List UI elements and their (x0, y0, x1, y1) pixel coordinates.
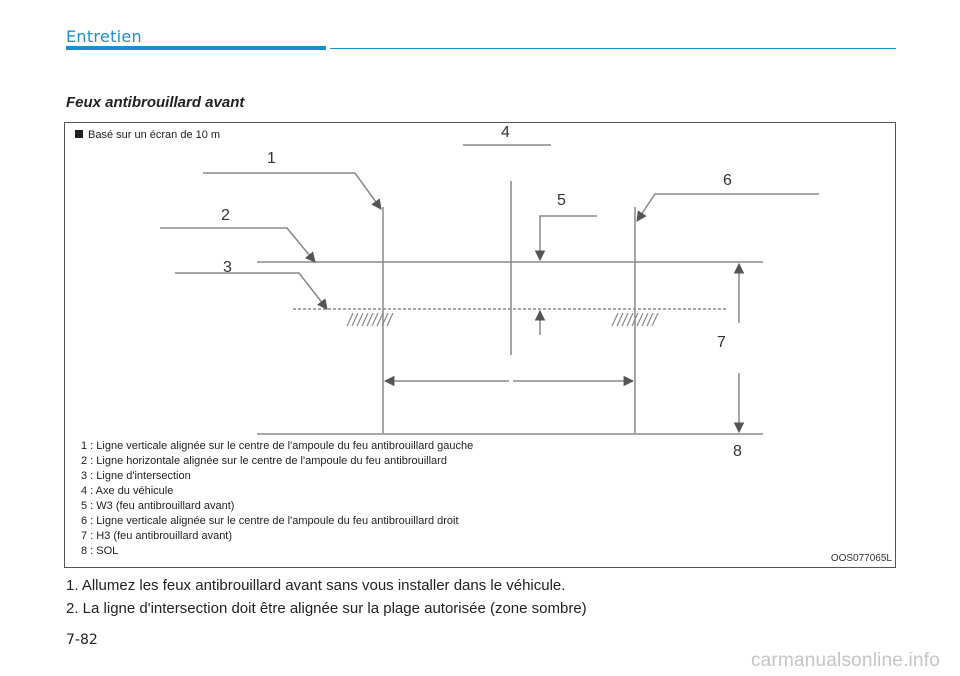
leader-2 (160, 227, 316, 263)
legend-item: 2 : Ligne horizontale alignée sur le cen… (81, 455, 447, 467)
sub-heading: Feux antibrouillard avant (66, 94, 245, 111)
header-rule-thin (330, 48, 896, 49)
w3-dimension (534, 215, 597, 335)
figure-caption-text: Basé sur un écran de 10 m (88, 129, 221, 141)
legend-item: 1 : Ligne verticale alignée sur le centr… (81, 440, 474, 452)
leader-3 (175, 272, 328, 310)
legend-item: 4 : Axe du véhicule (81, 485, 174, 497)
figure-caption: Basé sur un écran de 10 m (75, 129, 220, 141)
label-4: 4 (501, 124, 510, 141)
watermark: carmanualsonline.info (750, 650, 940, 671)
figure-code: OOS077065L (830, 553, 892, 564)
leader-1 (203, 172, 382, 210)
header-rule-thick (66, 46, 326, 50)
label-8: 8 (733, 443, 742, 460)
label-6: 6 (723, 172, 732, 189)
instruction-step-2: 2. La ligne d'intersection doit être ali… (66, 600, 587, 617)
section-title: Entretien (66, 27, 142, 46)
label-5: 5 (557, 192, 566, 209)
page-number: 7-82 (66, 632, 98, 648)
label-3: 3 (223, 259, 232, 276)
aiming-diagram: 1 2 3 4 5 6 7 8 (160, 124, 819, 460)
legend-item: 3 : Ligne d'intersection (81, 470, 191, 482)
leader-6 (636, 193, 819, 222)
legend-item: 5 : W3 (feu antibrouillard avant) (81, 500, 235, 512)
figure-legend: 1 : Ligne verticale alignée sur le centr… (81, 439, 473, 559)
square-bullet-icon (75, 130, 83, 138)
legend-item: 6 : Ligne verticale alignée sur le centr… (81, 515, 459, 527)
right-hatch-zone (611, 312, 659, 327)
legend-item: 8 : SOL (81, 545, 119, 557)
legend-item: 7 : H3 (feu antibrouillard avant) (81, 530, 233, 542)
left-hatch-zone (346, 312, 394, 327)
label-7: 7 (717, 334, 726, 351)
label-2: 2 (221, 207, 230, 224)
instruction-step-1: 1. Allumez les feux antibrouillard avant… (66, 577, 566, 594)
label-1: 1 (267, 150, 276, 167)
aiming-diagram-figure: Basé sur un écran de 10 m (64, 122, 896, 568)
